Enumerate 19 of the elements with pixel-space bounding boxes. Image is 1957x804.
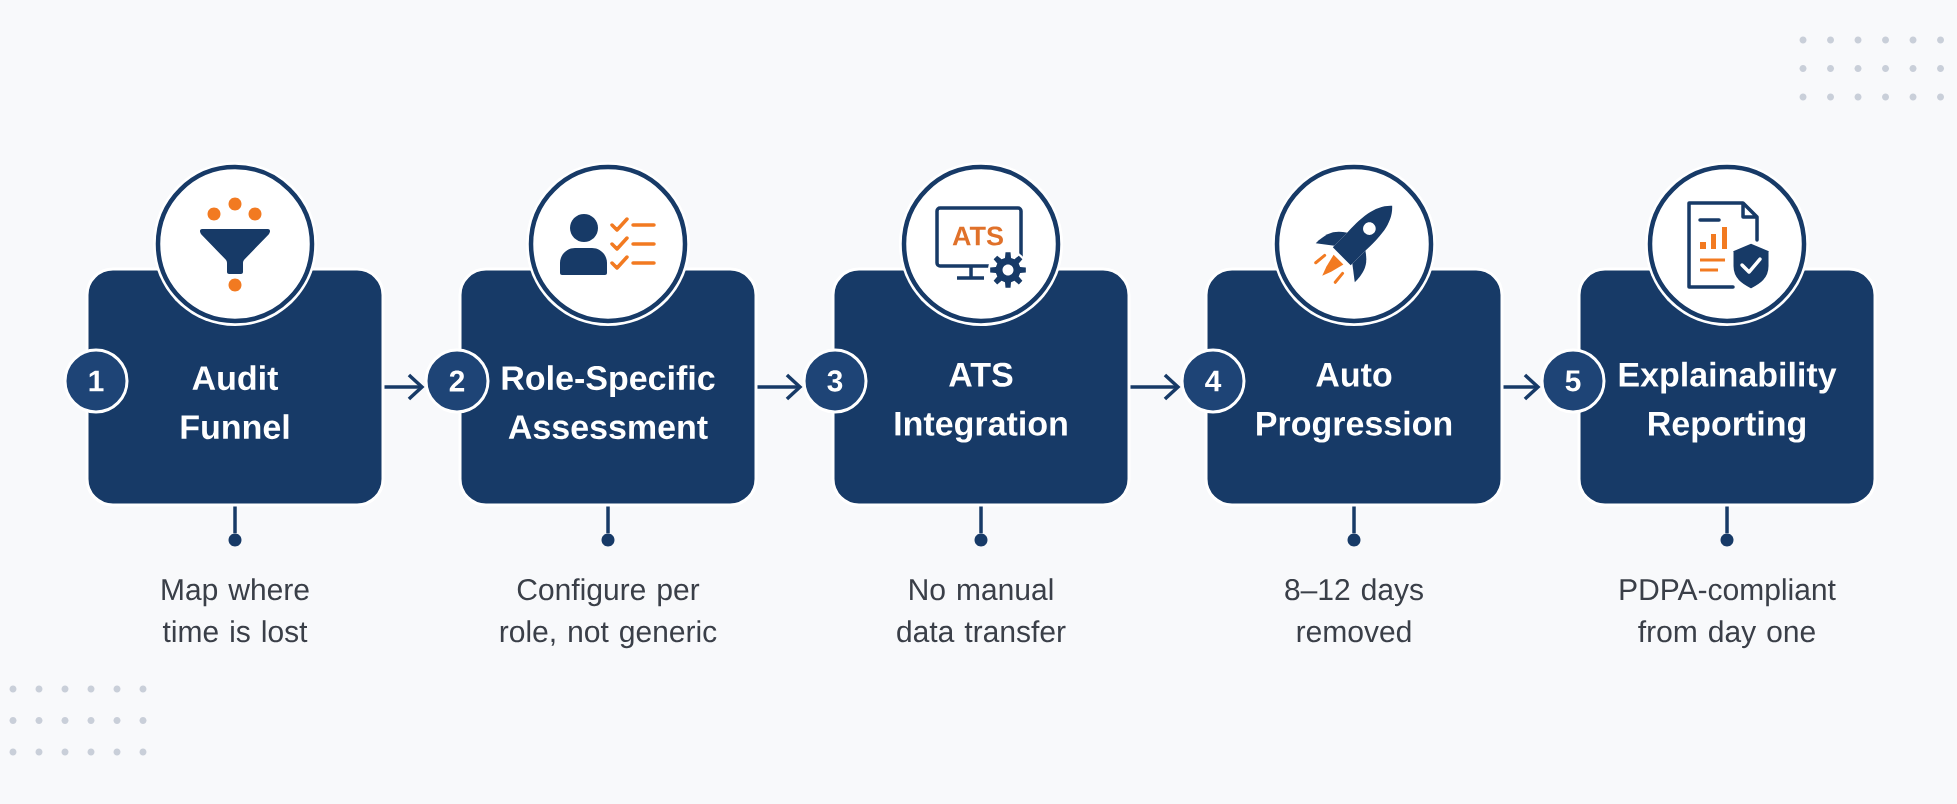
description-text: Map where time is lost [162, 578, 309, 643]
connector-line [1725, 506, 1729, 534]
arrow [1503, 373, 1541, 401]
description-text: No manual data transfer [897, 578, 1066, 643]
description-text: Configure per role, not generic [500, 578, 717, 649]
description-text: 8–12 days removed [1285, 578, 1423, 643]
arrow [384, 373, 425, 401]
connector-line [233, 506, 237, 534]
description-text: PDPA-compliant from day one [1620, 578, 1836, 649]
number-badge: 1 [63, 348, 129, 414]
number-badge: 3 [802, 348, 868, 414]
connector-line [606, 506, 610, 534]
arrow [757, 373, 803, 401]
number-badge: 5 [1540, 348, 1606, 414]
connector-line [979, 506, 983, 534]
arrow [1130, 373, 1181, 401]
number-badge: 4 [1180, 348, 1246, 414]
number-badge: 2 [424, 348, 490, 414]
connector-line [1352, 506, 1356, 534]
